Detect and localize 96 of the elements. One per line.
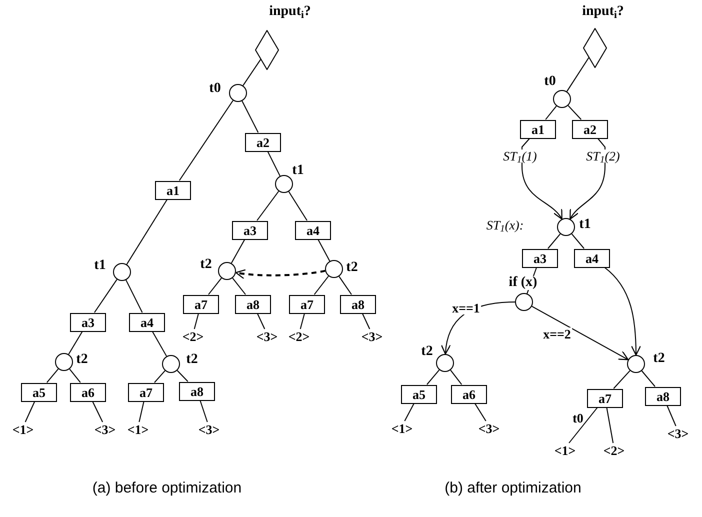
action-box: a7	[183, 294, 219, 314]
connector-line	[176, 370, 188, 382]
leaf-label: <3>	[361, 330, 383, 343]
connector-line	[613, 370, 630, 389]
arrow	[604, 267, 641, 356]
arrow	[570, 138, 606, 220]
connector-line	[404, 403, 414, 422]
action-box: a8	[235, 294, 271, 314]
action-box: a2	[572, 120, 608, 138]
connector-line	[69, 368, 81, 383]
caption: (a) before optimization	[92, 480, 242, 496]
action-box: a3	[232, 220, 268, 240]
node-label: input$_{i}$?	[269, 5, 311, 19]
action-box: a5	[21, 382, 57, 402]
action-box: a4	[295, 220, 331, 240]
connector-line	[606, 407, 614, 444]
connector-line	[362, 313, 370, 330]
connector-line	[138, 401, 144, 422]
action-box: a8	[340, 294, 376, 314]
connector-line	[474, 403, 486, 422]
connector-line	[568, 407, 598, 444]
node-label: ST$_{1}$(x):	[486, 218, 524, 232]
action-box: a8	[645, 386, 681, 406]
connector-line	[126, 280, 143, 313]
node-label: input$_{i}$?	[582, 5, 624, 19]
connector-line	[426, 369, 440, 385]
edge-label: x==2	[542, 328, 572, 340]
leaf-label: <2>	[182, 330, 204, 343]
action-box: a8	[179, 382, 215, 400]
edge-label: ST$_{1}$(1)	[502, 150, 538, 162]
connector-line	[152, 331, 168, 357]
connector-line	[208, 278, 222, 295]
connector-line	[566, 57, 590, 92]
connector-line	[46, 368, 59, 383]
decision-diamond	[583, 28, 607, 68]
connector-line	[300, 313, 305, 330]
action-box: a5	[401, 384, 437, 404]
action-box: a7	[289, 294, 325, 314]
arrow	[531, 306, 629, 360]
connector-line	[242, 58, 262, 86]
leaf-label: <3>	[478, 422, 500, 435]
leaf-label: <1>	[391, 422, 413, 435]
connector-line	[318, 239, 330, 262]
action-box: a1	[520, 120, 556, 138]
connector-line	[641, 370, 656, 387]
node-label: if (x)	[508, 276, 538, 290]
connector-line	[450, 370, 462, 385]
connector-line	[666, 405, 676, 426]
dashed-arrow	[235, 269, 326, 279]
leaf-label: <3>	[198, 423, 220, 436]
connector-line	[256, 313, 266, 330]
action-box: a1	[155, 180, 191, 200]
decision-diamond	[255, 30, 279, 70]
connector-line	[568, 105, 582, 120]
edge-label: x==1	[451, 302, 481, 314]
connector-line	[547, 233, 561, 249]
action-box: a6	[451, 384, 487, 404]
connector-line	[68, 331, 83, 355]
split-label: t0	[572, 412, 584, 424]
leaf-label: <3>	[94, 423, 116, 436]
leaf-label: <2>	[603, 444, 625, 457]
connector-line	[256, 190, 280, 221]
leaf-label: <1>	[12, 423, 34, 436]
connector-line	[232, 278, 246, 295]
connector-line	[230, 239, 246, 264]
action-box: a3	[522, 248, 558, 268]
connector-line	[154, 370, 166, 383]
connector-line	[314, 276, 329, 295]
action-box: a4	[574, 248, 610, 268]
connector-line	[94, 278, 118, 313]
action-box: a3	[70, 312, 106, 332]
leaf-label: <3>	[667, 427, 689, 440]
connector-line	[571, 233, 585, 249]
connector-line	[242, 100, 259, 133]
arrow	[522, 138, 562, 220]
connector-line	[267, 151, 280, 176]
edge-label: ST$_{1}$(2)	[585, 150, 621, 162]
action-box: a4	[129, 312, 165, 332]
connector-line	[288, 191, 308, 221]
leaf-label: <3>	[256, 330, 278, 343]
connector-line	[194, 313, 199, 330]
connector-line	[545, 106, 557, 120]
action-box: a2	[245, 132, 281, 152]
connector-line	[200, 400, 208, 422]
leaf-label: <1>	[127, 423, 149, 436]
connector-line	[92, 401, 104, 422]
caption: (b) after optimization	[444, 480, 582, 496]
leaf-label: <1>	[554, 444, 576, 457]
connector-line	[178, 100, 234, 181]
connector-line	[24, 401, 36, 422]
connector-line	[338, 276, 352, 295]
connector-line	[126, 199, 168, 265]
leaf-label: <2>	[288, 330, 310, 343]
action-box: a7	[128, 382, 164, 402]
action-box: a6	[70, 382, 106, 402]
action-box: a7	[587, 388, 623, 408]
